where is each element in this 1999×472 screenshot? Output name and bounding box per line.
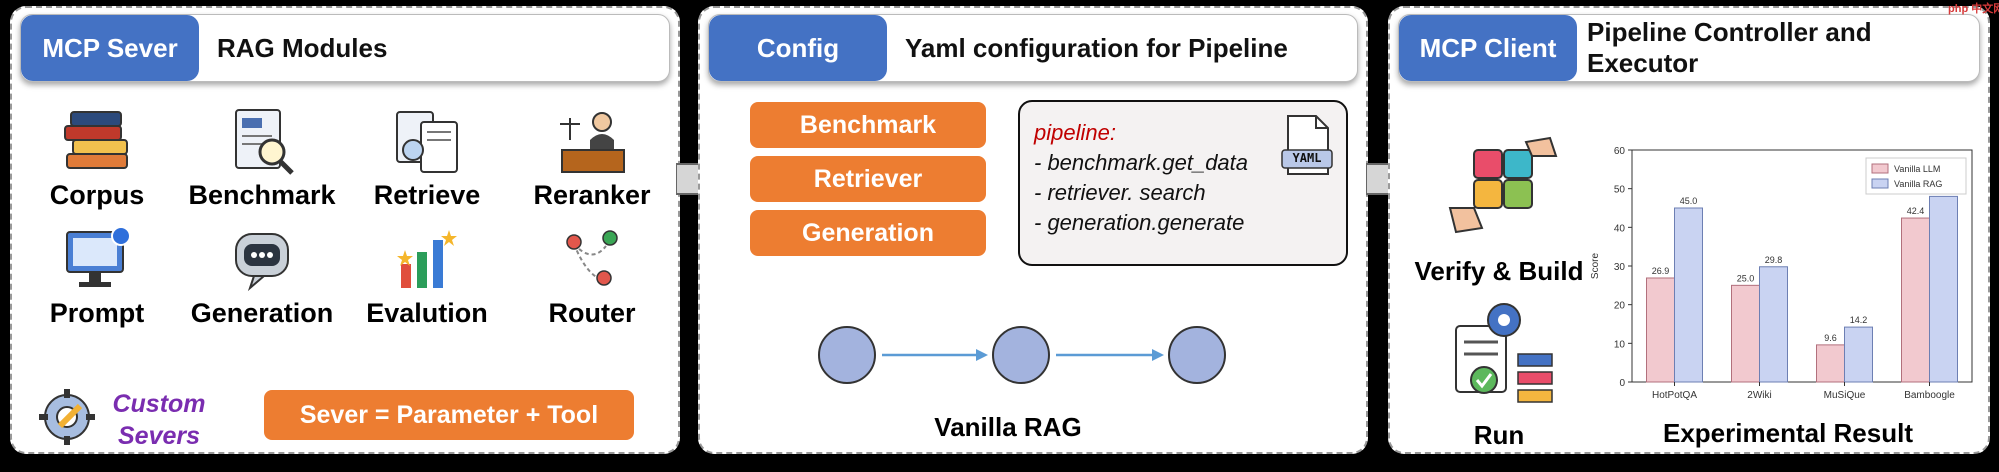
module-label: Prompt [49,298,145,328]
client-tag: MCP Client [1399,15,1577,81]
bar-stars-icon [397,230,457,288]
bar [1674,207,1703,383]
config-header: Config Yaml configuration for Pipeline [708,14,1358,82]
server-header: MCP Sever RAG Modules [20,14,670,82]
x-tick-label: Bamboogle [1904,390,1955,401]
y-tick-label: 30 [1614,262,1626,273]
legend-swatch [1871,178,1889,189]
bar [1929,195,1958,383]
bar-value-label: 42.4 [1907,206,1925,216]
module-retrieve: Retrieve [342,106,512,211]
server-title: RAG Modules [217,32,388,63]
monitor-prompt-icon [66,226,131,287]
legend-swatch [1871,163,1889,174]
y-tick-label: 50 [1614,185,1626,196]
puzzle-hands-icon [1448,136,1558,234]
yaml-file-icon [1281,115,1333,175]
module-corpus: Corpus [12,106,182,211]
module-generation: Generation [177,224,347,329]
retriever-button[interactable]: Retriever [750,156,986,202]
pipeline-node [818,326,876,384]
client-title: Pipeline Controller and Executor [1587,17,1872,78]
document-gear-icon [1455,303,1553,403]
severs-line: Severs [117,422,201,450]
custom-severs-label: Custom Severs [104,388,214,452]
config-title: Yaml configuration for Pipeline [905,32,1288,63]
bar [1901,217,1930,383]
x-tick-label: MuSiQue [1824,390,1866,401]
robot-chat-icon [235,233,289,292]
report-magnifier-icon [235,109,294,175]
document-search-icon [396,111,458,173]
bar-value-label: 26.9 [1652,266,1670,276]
pipeline-node [1168,326,1226,384]
y-tick-label: 20 [1614,301,1626,312]
custom-line: Custom [112,390,206,418]
module-label: Retrieve [373,180,481,210]
verify-build-label: Verify & Build [1414,256,1584,286]
bar-value-label: 45.0 [1680,196,1698,206]
yaml-heading: pipeline: [1034,120,1116,145]
bar [1759,266,1788,383]
module-label: Evalution [366,298,488,328]
module-label: Router [548,298,636,328]
config-panel: Config Yaml configuration for Pipeline B… [698,6,1368,454]
module-label: Corpus [49,180,145,210]
module-benchmark: Benchmark [177,106,347,211]
legend-label: Vanilla RAG [1894,179,1942,189]
bar [1646,277,1675,383]
benchmark-button[interactable]: Benchmark [750,102,986,148]
module-label: Reranker [533,180,651,210]
bar-value-label: 9.6 [1824,333,1837,343]
pipeline-node [992,326,1050,384]
x-tick-label: HotPotQA [1652,390,1697,401]
generation-button[interactable]: Generation [750,210,986,256]
config-tag: Config [709,15,887,81]
bar-value-label: 25.0 [1737,273,1755,283]
yaml-line: - benchmark.get_data [1034,150,1249,175]
legend-label: Vanilla LLM [1894,164,1940,174]
yaml-line: - generation.generate [1034,210,1245,235]
module-prompt: Prompt [12,224,182,329]
y-axis-label: Score [1590,253,1601,280]
y-tick-label: 40 [1614,223,1626,234]
module-reranker: Reranker [507,106,677,211]
client-header: MCP Client Pipeline Controller and Execu… [1398,14,1980,82]
module-evaluation: Evalution [342,224,512,329]
bar [1731,284,1760,383]
yaml-icon-label: YAML [1292,151,1322,165]
y-tick-label: 60 [1614,146,1626,157]
pipeline-arrow-icon [882,349,988,361]
pipeline-label: Vanilla RAG [934,412,1082,442]
bar [1844,326,1873,383]
y-tick-label: 10 [1614,339,1626,350]
module-label: Generation [190,298,334,328]
run-label: Run [1473,420,1525,450]
mcp-server-panel: MCP Sever RAG Modules Corpus Benchmark [10,6,680,454]
books-icon [64,111,128,169]
module-router: Router [507,224,677,329]
mcp-client-panel: MCP Client Pipeline Controller and Execu… [1388,6,1990,454]
y-tick-label: 0 [1619,378,1625,389]
yaml-line: - retriever. search [1034,180,1206,205]
watermark: php 中文网 [1948,3,1999,15]
experimental-result-label: Experimental Result [1663,418,1913,448]
bar-value-label: 14.2 [1850,315,1868,325]
route-pins-icon [566,230,618,286]
gear-edit-icon [39,389,95,445]
pipeline-arrow-icon [1056,349,1164,361]
server-tag: MCP Sever [21,15,199,81]
module-label: Benchmark [188,180,336,210]
formula-button[interactable]: Sever = Parameter + Tool [264,390,634,440]
judge-icon [560,112,625,173]
x-tick-label: 2Wiki [1747,390,1771,401]
bar-value-label: 29.8 [1765,255,1783,265]
bar [1816,344,1845,383]
yaml-code-box: pipeline: - benchmark.get_data - retriev… [1018,100,1348,266]
